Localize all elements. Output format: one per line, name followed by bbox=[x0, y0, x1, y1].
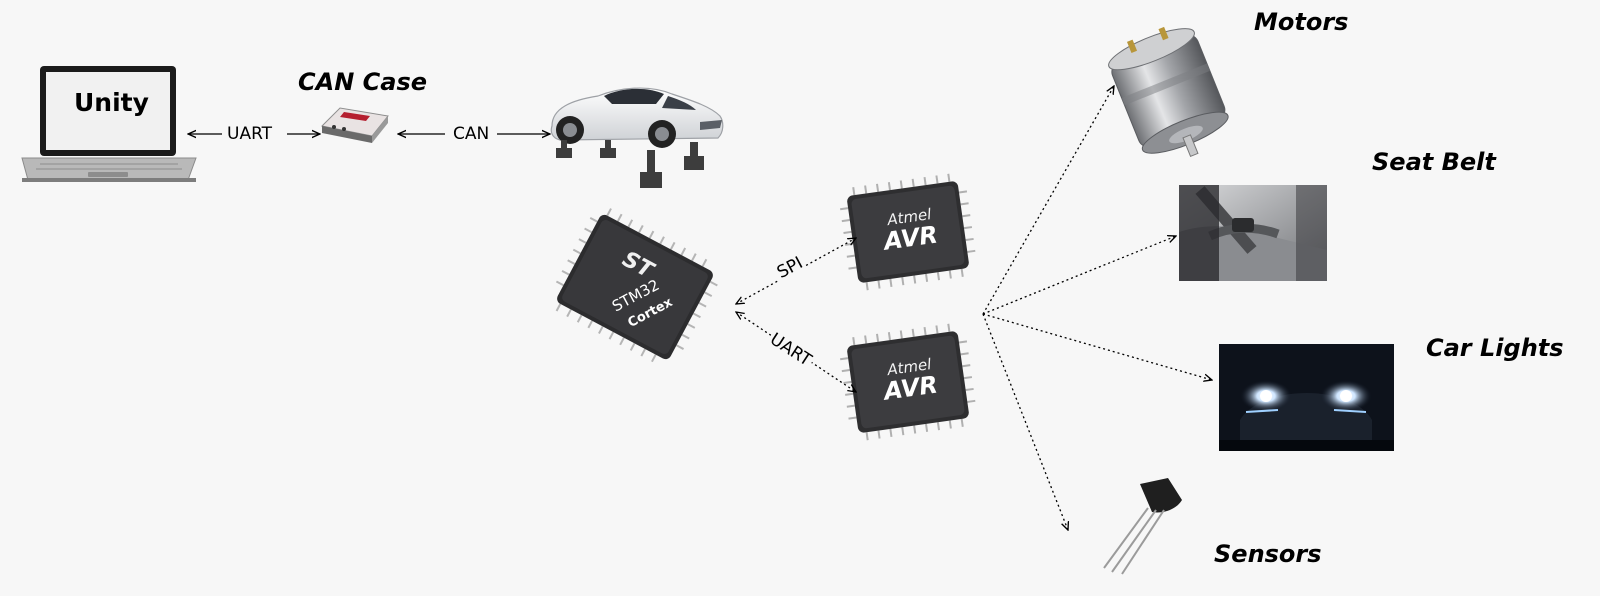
car-on-test-bench-icon bbox=[550, 87, 724, 188]
car-lights-label: Car Lights bbox=[1426, 334, 1564, 362]
sensors-line bbox=[982, 313, 1068, 530]
uart-line-avr bbox=[736, 312, 856, 392]
can-case-label: CAN Case bbox=[298, 68, 427, 96]
seat-belt-label: Seat Belt bbox=[1372, 148, 1496, 176]
seat-belt-line bbox=[982, 236, 1176, 315]
laptop-screen-text: Unity bbox=[74, 88, 149, 117]
motors-label: Motors bbox=[1254, 8, 1349, 36]
can-case-device-icon bbox=[320, 107, 389, 143]
laptop-icon bbox=[21, 66, 197, 182]
car-lights-photo bbox=[1219, 344, 1394, 451]
temperature-sensor-icon bbox=[1103, 478, 1182, 575]
stm32-microcontroller-icon: ST bbox=[555, 208, 718, 363]
can-label: CAN bbox=[451, 124, 492, 144]
seat-belt-photo bbox=[1179, 185, 1327, 281]
sensors-label: Sensors bbox=[1214, 540, 1322, 568]
connection-lines bbox=[188, 86, 1212, 530]
car-lights-line bbox=[982, 313, 1212, 380]
uart-label-laptop: UART bbox=[225, 124, 275, 144]
avr-microcontroller-top-icon bbox=[840, 173, 976, 291]
avr-microcontroller-bottom-icon bbox=[840, 323, 976, 441]
motor-icon bbox=[1108, 26, 1229, 158]
motors-line bbox=[982, 86, 1114, 315]
